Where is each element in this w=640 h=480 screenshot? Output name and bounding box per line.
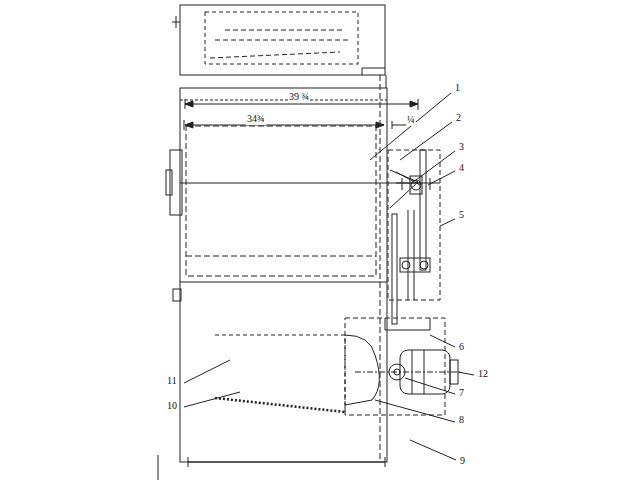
callout-number: 6	[458, 341, 465, 353]
callout-number: 10	[166, 400, 178, 412]
callout-number: 2	[455, 112, 462, 124]
callout-number: 8	[458, 414, 465, 426]
callout-number: 1	[454, 82, 461, 94]
dimension-label: 39 ¾	[288, 91, 310, 103]
callout-number: 12	[477, 368, 489, 380]
callout-number: 4	[458, 162, 465, 174]
callout-number: 7	[458, 387, 465, 399]
callout-number: 11	[166, 375, 178, 387]
dimension-label: 34¾	[246, 113, 266, 125]
callout-number: 9	[459, 455, 466, 467]
callout-number: 3	[458, 141, 465, 153]
callout-number: 5	[458, 209, 465, 221]
dimension-label: ¼	[406, 114, 416, 126]
